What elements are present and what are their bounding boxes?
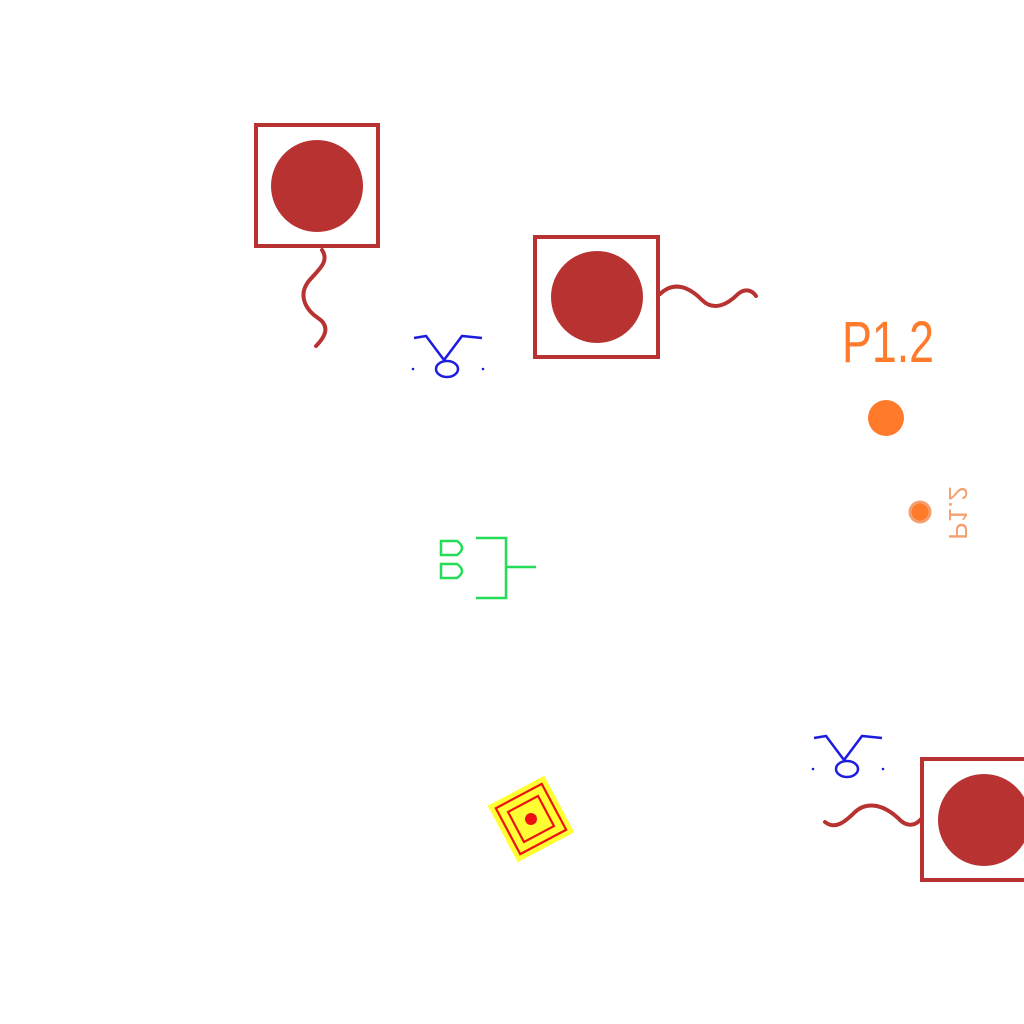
ground-symbol xyxy=(439,536,536,600)
pin-dot-small[interactable] xyxy=(908,500,932,524)
diode-2-dot-right xyxy=(881,767,885,771)
target-ring-2 xyxy=(506,794,556,844)
diode-2-v xyxy=(813,734,883,763)
pad-1-center xyxy=(271,140,363,232)
pin-label-large: P1.2 xyxy=(842,310,934,375)
diode-symbol-1 xyxy=(411,334,485,379)
pad-2-frame xyxy=(533,235,660,359)
target-ring-1 xyxy=(494,782,568,856)
diode-1-dot-left xyxy=(411,367,415,371)
wire-1 xyxy=(301,248,328,348)
target-marker[interactable] xyxy=(487,775,575,863)
pad-1-frame xyxy=(254,123,380,248)
pad-2[interactable] xyxy=(533,235,660,359)
pin-label-small: P1.2 xyxy=(943,486,973,540)
pad-1[interactable] xyxy=(254,123,380,248)
ground-bracket xyxy=(476,536,508,600)
diode-2-body xyxy=(834,759,860,779)
pin-dot-large[interactable] xyxy=(868,400,904,436)
wire-2 xyxy=(658,284,758,309)
pad-3[interactable] xyxy=(920,757,1024,882)
diode-1-v xyxy=(413,334,483,363)
pad-2-center xyxy=(551,251,643,343)
diode-1-body xyxy=(434,359,460,379)
wire-3 xyxy=(823,803,924,828)
ground-d-bottom xyxy=(439,562,464,580)
ground-d-top xyxy=(439,539,464,557)
diode-symbol-2 xyxy=(811,734,885,779)
diode-2-dot-left xyxy=(811,767,815,771)
target-center xyxy=(525,813,537,825)
diode-1-dot-right xyxy=(481,367,485,371)
pad-3-center xyxy=(938,774,1024,866)
